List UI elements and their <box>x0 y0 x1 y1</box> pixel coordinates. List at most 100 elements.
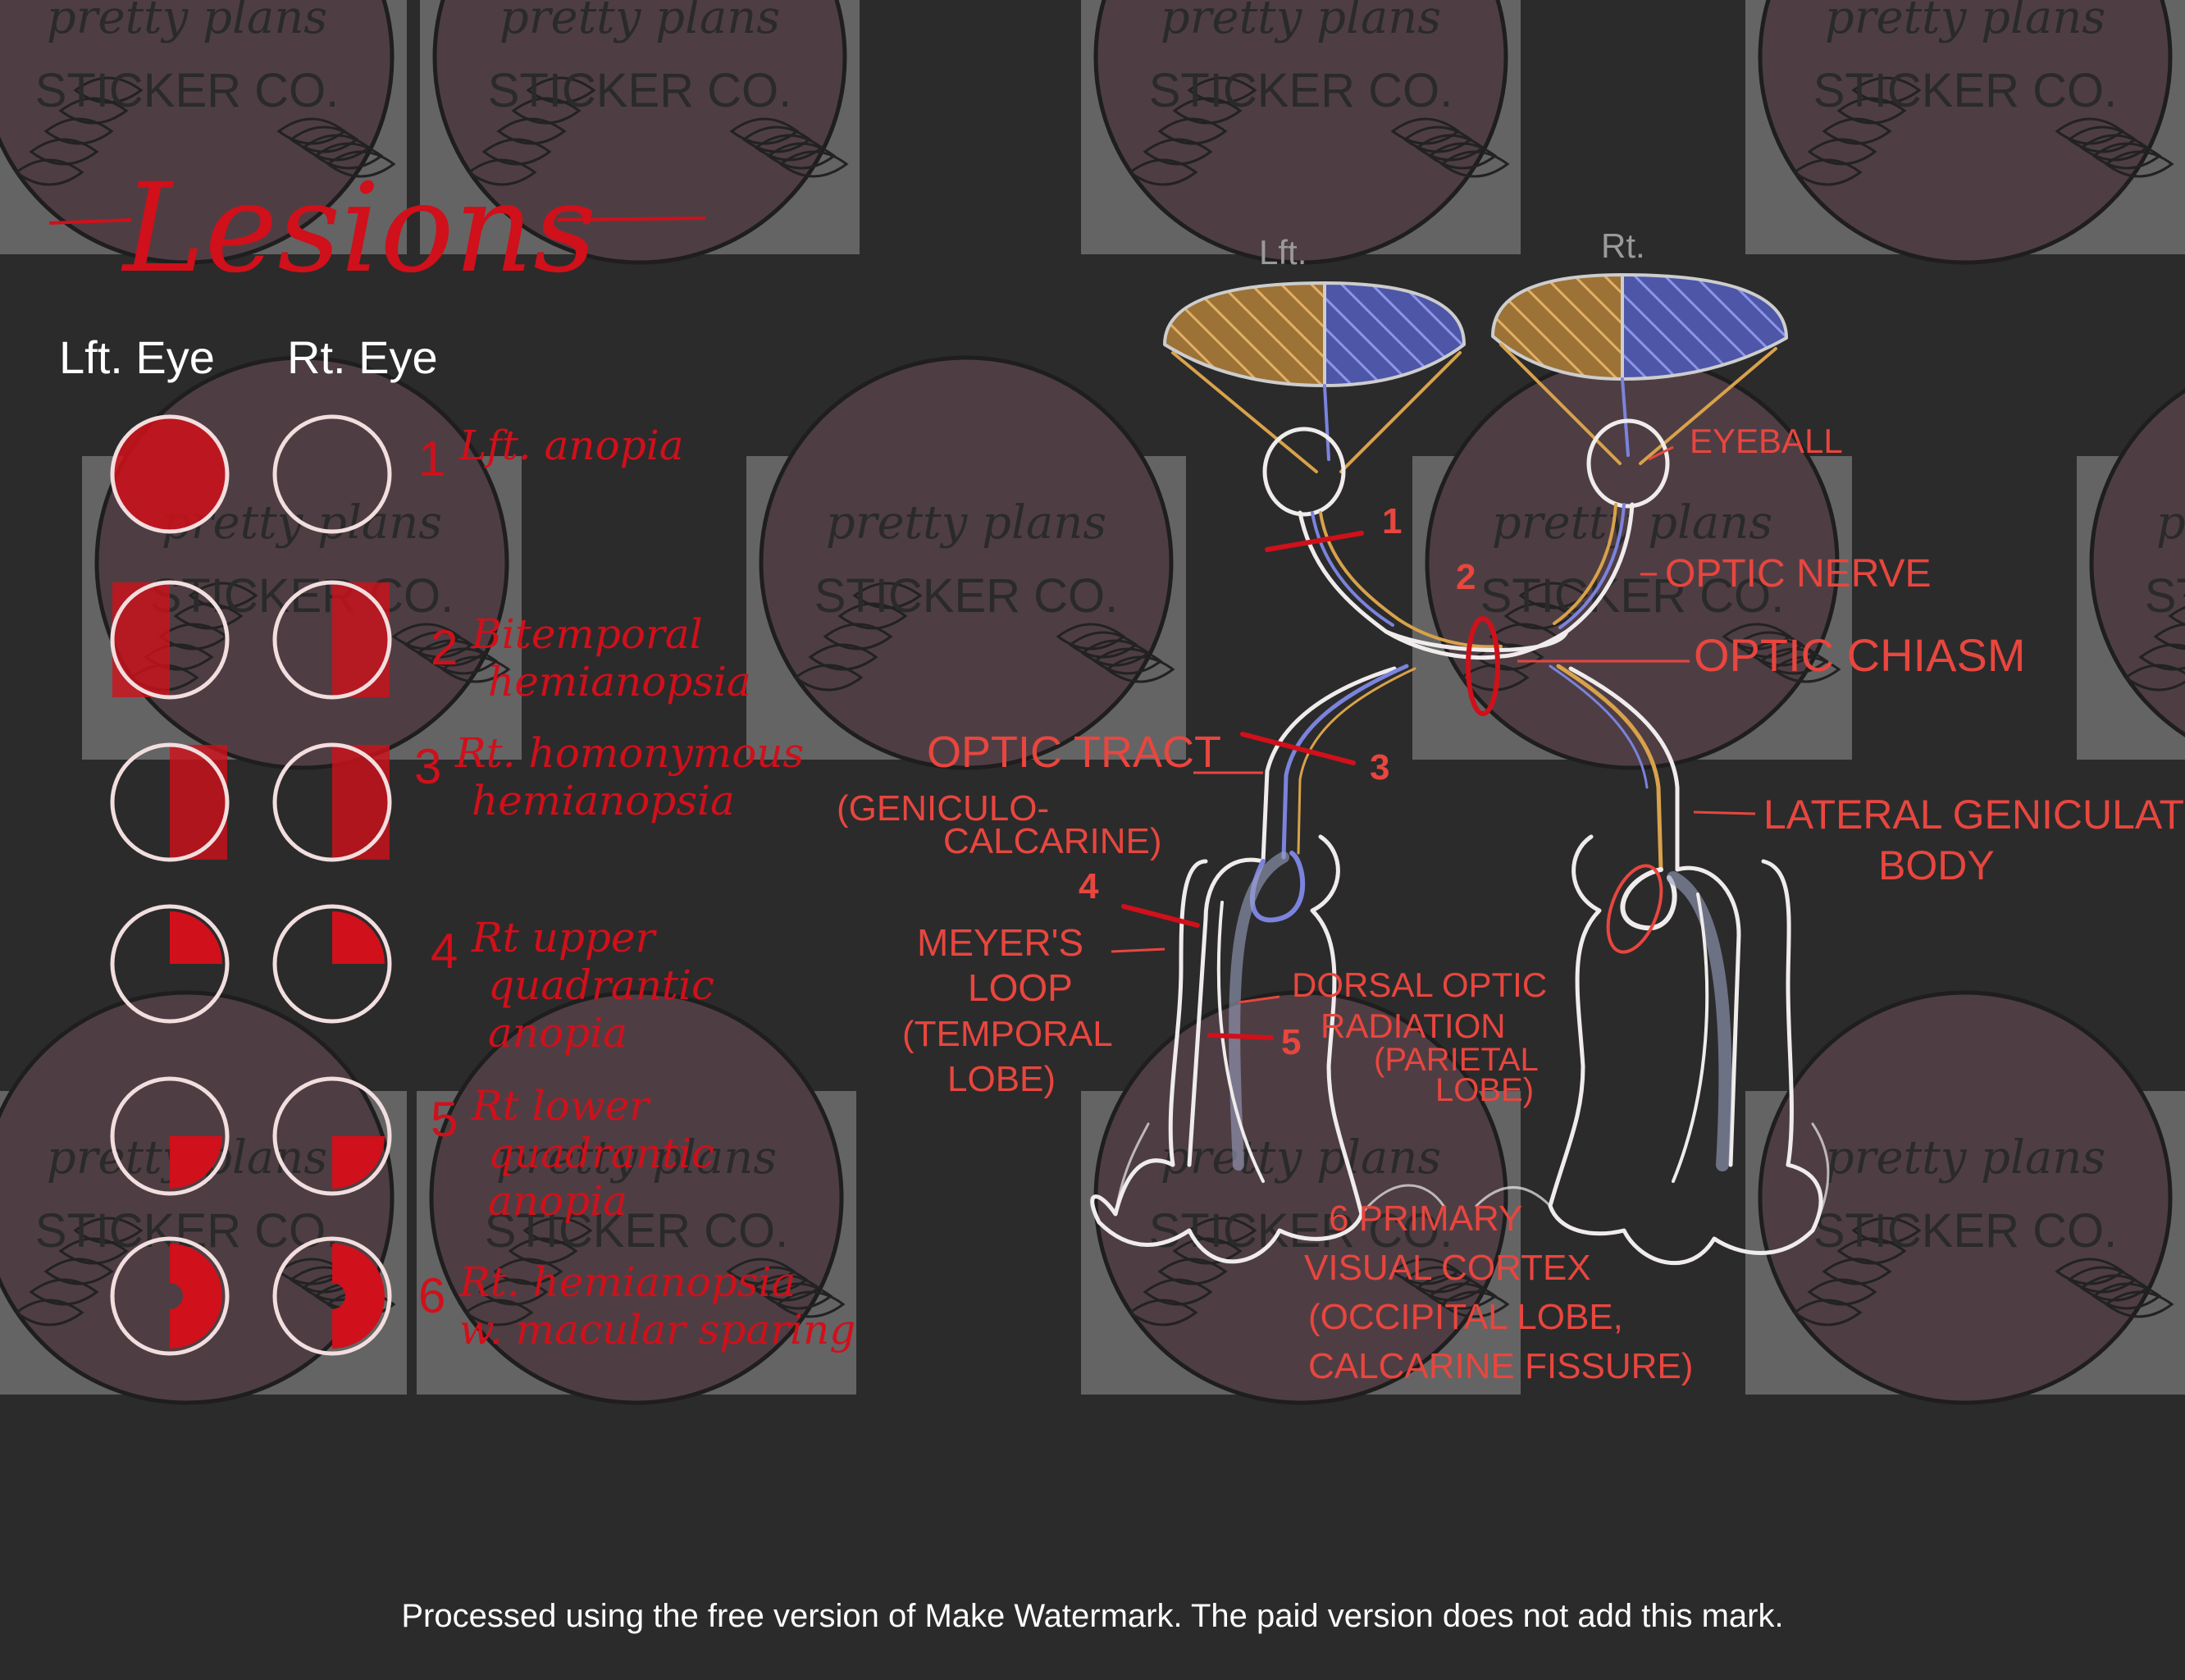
meyers-loop-label-2: LOOP <box>968 966 1073 1009</box>
lesion-cut-marks <box>1121 531 1663 1040</box>
watermark-subtitle: STICKER CO. <box>1813 1204 2118 1258</box>
eye-label-right: Rt. <box>1601 226 1645 265</box>
watermark-subtitle: STICKER CO. <box>1480 569 1785 623</box>
left-eye-field-2 <box>110 580 230 700</box>
svg-text:hemianopsia: hemianopsia <box>472 777 735 824</box>
svg-text:quadrantic: quadrantic <box>488 961 714 1009</box>
meyers-loop-label-1: MEYER'S <box>917 921 1083 964</box>
svg-text:Lft. anopia: Lft. anopia <box>458 422 684 469</box>
svg-text:2: 2 <box>431 620 458 675</box>
left-eyeball <box>1262 427 1346 517</box>
optic-nerve-label: OPTIC NERVE <box>1665 552 1932 596</box>
svg-text:hemianopsia: hemianopsia <box>488 658 751 705</box>
eye-label-left: Lft. <box>1259 233 1307 272</box>
lesion-cut-3 <box>1240 732 1356 765</box>
svg-text:anopia: anopia <box>488 1009 627 1057</box>
visual-cortex-label-4: CALCARINE FISSURE) <box>1308 1346 1693 1386</box>
right-eye-field-6 <box>272 1236 392 1356</box>
meyers-loop-label-4: LOBE) <box>947 1059 1056 1099</box>
lesion-cut-2 <box>1466 616 1500 716</box>
marker-5: 5 <box>1281 1022 1301 1062</box>
optic-chiasm-label: OPTIC CHIASM <box>1694 629 2025 681</box>
watermark-subtitle: STICKER CO. <box>150 569 454 623</box>
dorsal-optic-label-2: RADIATION <box>1321 1007 1506 1045</box>
visual-field-grid <box>110 414 392 1356</box>
svg-text:w. macular sparing: w. macular sparing <box>459 1306 855 1354</box>
marker-3: 3 <box>1370 747 1389 788</box>
visual-cortex-label-2: VISUAL CORTEX <box>1304 1248 1591 1288</box>
meyers-loop-label-3: (TEMPORAL <box>902 1014 1113 1054</box>
right-visual-field-nasal <box>1621 273 1788 381</box>
optic-pathway-drawing <box>1090 273 1830 1265</box>
right-eye-field-5 <box>272 1076 392 1196</box>
watermark-subtitle: STICKER CO. <box>488 64 792 117</box>
left-eye-field-1 <box>110 414 230 534</box>
marker-2: 2 <box>1456 557 1476 597</box>
watermark-subtitle: STICKER CO. <box>1813 64 2118 117</box>
right-eye-field-4 <box>272 904 392 1024</box>
lesion-cut-5 <box>1207 1033 1274 1040</box>
svg-text:anopia: anopia <box>488 1177 627 1225</box>
optic-tract-label-1: OPTIC TRACT <box>927 728 1221 777</box>
watermark-brand: pretty plans <box>2156 496 2185 550</box>
watermark-brand: pretty plans <box>1825 1131 2105 1185</box>
visual-cortex-label-3: (OCCIPITAL LOBE, <box>1308 1297 1623 1337</box>
dorsal-optic-label-3: (PARIETAL <box>1374 1042 1539 1078</box>
svg-text:Rt lower: Rt lower <box>471 1082 651 1130</box>
watermark-brand: pretty plans <box>499 0 780 44</box>
eyeball-label: EYEBALL <box>1690 422 1843 460</box>
lesion-cut-4 <box>1121 904 1200 928</box>
left-eye-header: Lft. Eye <box>59 331 215 383</box>
dorsal-optic-label-4: LOBE) <box>1435 1072 1534 1108</box>
svg-text:4: 4 <box>431 924 458 979</box>
optic-tract-label-3: CALCARINE) <box>943 821 1162 861</box>
brain-outline <box>1090 834 1364 1264</box>
marker-4: 4 <box>1079 866 1099 906</box>
watermark-subtitle: STICKER CO. <box>485 1204 789 1258</box>
lesion-cut-1 <box>1265 531 1364 552</box>
right-eye-header: Rt. Eye <box>287 331 438 383</box>
left-eye-field-3 <box>110 742 230 862</box>
visual-cortex-label-1: 6 PRIMARY <box>1329 1198 1522 1239</box>
svg-text:Rt upper: Rt upper <box>471 914 657 961</box>
lateral-geniculate-label-2: BODY <box>1878 842 1995 888</box>
left-visual-field-nasal <box>1323 281 1466 387</box>
watermark-subtitle: STICKER CO. <box>1149 64 1453 117</box>
lesion-label-1: 1 Lft. anopia <box>418 422 684 486</box>
left-eye-field-4 <box>110 904 230 1024</box>
watermark-brand: pretty plans <box>47 0 327 44</box>
watermark-brand: pretty plans <box>826 496 1106 550</box>
lateral-geniculate-label-1: LATERAL GENICULATE <box>1763 792 2185 838</box>
svg-text:6: 6 <box>418 1268 445 1323</box>
svg-text:quadrantic: quadrantic <box>488 1130 714 1177</box>
optic-tract-label-2: (GENICULO- <box>837 788 1049 829</box>
svg-text:1: 1 <box>418 431 445 486</box>
svg-text:Rt. hemianopsia: Rt. hemianopsia <box>458 1258 796 1306</box>
svg-text:Rt. homonymous: Rt. homonymous <box>454 729 804 777</box>
marker-1: 1 <box>1382 501 1402 541</box>
svg-text:5: 5 <box>431 1092 458 1147</box>
right-eye-field-2 <box>272 580 392 700</box>
left-eye-field-6 <box>110 1236 230 1356</box>
watermark-brand: pretty plans <box>1161 0 1441 44</box>
watermark-notice: Processed using the free version of Make… <box>401 1598 1784 1634</box>
dorsal-optic-label-1: DORSAL OPTIC <box>1292 966 1547 1004</box>
right-eye-field-1 <box>272 414 392 534</box>
right-eye-field-3 <box>272 742 392 862</box>
watermark-subtitle: STICKER CO. <box>814 569 1119 623</box>
